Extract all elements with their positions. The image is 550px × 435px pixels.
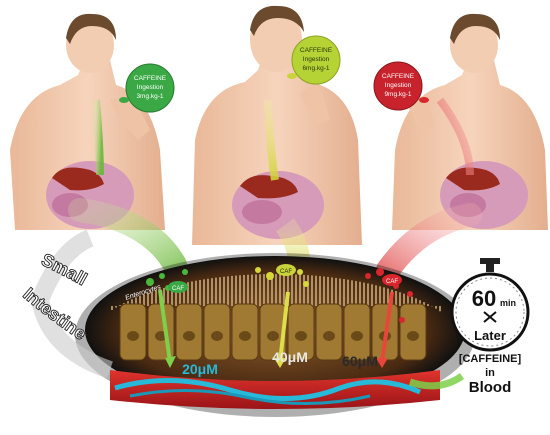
cell-nucleus xyxy=(155,331,167,341)
bubble-left-line3: 3mg.kg-1 xyxy=(136,93,163,100)
caf-label-lime-text: CAF xyxy=(280,269,292,275)
person-right xyxy=(392,13,548,230)
concentration-60: 60μM xyxy=(342,353,378,369)
pill-right xyxy=(419,97,429,103)
bubble-left: CAFFEINE Ingestion 3mg.kg-1 xyxy=(125,63,175,113)
cell-nucleus xyxy=(211,331,223,341)
timer-value: 60 xyxy=(472,286,496,311)
arrow-left-down xyxy=(92,99,104,176)
cell-nucleus xyxy=(127,331,139,341)
person-center xyxy=(192,5,362,245)
arrow-lime-absorb xyxy=(278,291,290,363)
caf-label-green-text: CAF xyxy=(172,286,184,292)
arrow-left-to-intestine xyxy=(68,198,187,277)
cell-nucleus xyxy=(351,331,363,341)
concentration-20: 20μM xyxy=(182,361,218,377)
arrow-right-to-intestine xyxy=(376,203,482,282)
person-left xyxy=(10,13,165,230)
caffeine-dots-red xyxy=(365,268,413,323)
small-intestine-pointer xyxy=(30,229,114,379)
arrow-red-absorb-head xyxy=(376,358,388,368)
caf-label-lime: CAF xyxy=(276,264,296,276)
timer-later: Later xyxy=(474,328,506,343)
cell-nucleus xyxy=(295,331,307,341)
caf-label-red: CAF xyxy=(382,274,402,286)
blood-label-line3: Blood xyxy=(469,379,512,396)
arrow-lime-absorb-head xyxy=(274,358,286,368)
arrow-green-absorb-head xyxy=(165,356,176,368)
timer-unit: min xyxy=(500,298,516,308)
caffeine-dots-lime xyxy=(255,267,309,287)
arrow-green-absorb xyxy=(158,289,172,363)
enterocyte-layer xyxy=(119,303,427,361)
blood-label-line1: [CAFFEINE] xyxy=(459,353,522,365)
cell-nucleus xyxy=(407,331,419,341)
arrow-center-down xyxy=(264,99,279,181)
bubble-center-line2: Ingestion xyxy=(303,56,330,63)
bubble-right-line2: Ingestion xyxy=(385,82,412,89)
bubble-left-line1: CAFFEINE xyxy=(134,75,167,82)
bubble-left-line2: Ingestion xyxy=(137,84,164,91)
cell-nucleus xyxy=(183,331,195,341)
bubble-right-line3: 9mg.kg-1 xyxy=(384,91,411,98)
cell-nucleus xyxy=(323,331,335,341)
arrow-right-down xyxy=(436,97,474,176)
stopwatch: 60 min Later xyxy=(450,258,530,352)
arrow-red-absorb xyxy=(380,291,394,363)
bubble-right: CAFFEINE Ingestion 9mg.kg-1 xyxy=(373,61,423,111)
caffeine-dots-green xyxy=(146,269,188,291)
bubble-right-line1: CAFFEINE xyxy=(382,73,415,80)
cell-nucleus xyxy=(267,331,279,341)
concentration-40: 40μM xyxy=(272,349,308,365)
cell-nucleus xyxy=(239,331,251,341)
bubble-center-line1: CAFFEINE xyxy=(300,47,333,54)
arrow-to-blood-label xyxy=(408,373,465,390)
caf-label-red-text: CAF xyxy=(386,279,398,285)
bubble-center-line3: 6mg.kg-1 xyxy=(302,65,329,72)
vein-line xyxy=(114,377,422,402)
bubble-center: CAFFEINE Ingestion 6mg.kg-1 xyxy=(291,35,341,85)
caf-label-green: CAF xyxy=(168,281,188,293)
blood-label-line2: in xyxy=(485,367,495,379)
vein-line-2 xyxy=(129,389,371,405)
pill-left xyxy=(119,97,129,103)
pill-center xyxy=(287,73,297,79)
